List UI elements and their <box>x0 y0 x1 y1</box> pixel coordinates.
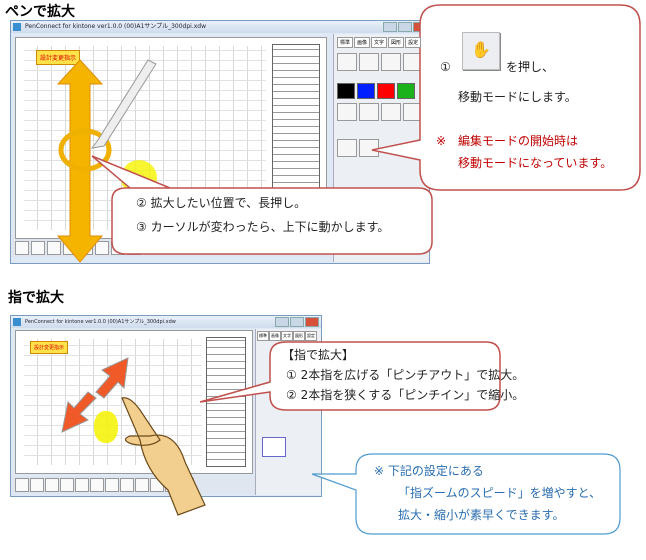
tab-settings[interactable]: 設定 <box>405 37 422 48</box>
tab-image[interactable]: 画像 <box>269 331 281 341</box>
move-mode-step-number: ① <box>440 60 451 74</box>
thumbnail[interactable] <box>262 437 286 457</box>
maximize-button[interactable] <box>290 317 304 327</box>
line-width-button[interactable] <box>337 103 357 121</box>
swatch-blue[interactable] <box>357 83 375 99</box>
callout-speed <box>311 453 621 535</box>
title-bar: PenConnect for kintone ver1.0.0 (00)A1サン… <box>11 316 321 328</box>
pinch-step1: ① 2本指を広げる「ピンチアウト」で拡大。 <box>286 368 525 382</box>
pen-icon[interactable] <box>359 53 379 71</box>
pen-icon[interactable] <box>30 478 44 492</box>
color-swatches <box>334 81 429 101</box>
move-mode-line2: 移動モードにします。 <box>458 90 577 104</box>
app-window-finger: PenConnect for kintone ver1.0.0 (00)A1サン… <box>10 315 322 497</box>
select-arrow-icon[interactable] <box>337 139 357 157</box>
callout-move-mode <box>371 4 641 191</box>
note-line1: 編集モードの開始時は <box>458 134 579 148</box>
hand-move-button-icon: ✋ <box>462 32 500 70</box>
tab-text[interactable]: 文字 <box>281 331 293 341</box>
step2-text: ② 拡大したい位置で、長押し。 <box>136 196 307 210</box>
callout-steps <box>91 155 433 255</box>
tab-standard[interactable]: 標準 <box>337 37 354 48</box>
copy-icon[interactable] <box>120 478 134 492</box>
pinch-title: 【指で拡大】 <box>282 348 355 362</box>
camera-icon[interactable] <box>15 478 29 492</box>
minimize-button[interactable] <box>275 317 289 327</box>
close-button[interactable] <box>305 317 319 327</box>
app-icon <box>13 318 21 326</box>
note-line2: 移動モードになっています。 <box>458 156 613 170</box>
maximize-button[interactable] <box>398 22 412 32</box>
select-icon[interactable] <box>105 478 119 492</box>
zoom-drag-icon[interactable] <box>90 478 104 492</box>
step3-text: ③ カーソルが変わったら、上下に動かします。 <box>136 220 390 234</box>
tab-shape[interactable]: 図形 <box>293 331 305 341</box>
pinch-out-arrow-icon <box>61 391 97 433</box>
highlight-mark <box>94 411 118 443</box>
pinch-out-arrow-icon <box>95 357 129 399</box>
tab-image[interactable]: 画像 <box>354 37 371 48</box>
delete-icon[interactable] <box>135 478 149 492</box>
window-title: PenConnect for kintone ver1.0.0 (00)A1サン… <box>25 319 176 325</box>
speed-line2: 「指ズームのスピード」を増やすと、 <box>398 486 602 500</box>
callout-pinch <box>199 341 501 411</box>
mode-buttons <box>334 137 429 159</box>
hand-icon <box>121 397 206 516</box>
pen-icon[interactable] <box>47 241 61 255</box>
minimize-button[interactable] <box>383 22 397 32</box>
camera-icon[interactable] <box>15 241 29 255</box>
pen-icon[interactable] <box>31 241 45 255</box>
swatch-green[interactable] <box>397 83 415 99</box>
app-icon <box>13 23 21 31</box>
swatch-black[interactable] <box>337 83 355 99</box>
pen-icon[interactable] <box>45 478 59 492</box>
tab-standard[interactable]: 標準 <box>257 331 269 341</box>
marker-icon[interactable] <box>60 478 74 492</box>
panel-tabs: 標準画像文字図形設定 <box>334 34 429 51</box>
panel-tabs: 標準画像文字図形設定 <box>256 329 321 343</box>
up-down-arrow-icon <box>56 59 104 263</box>
tab-text[interactable]: 文字 <box>371 37 388 48</box>
pen-buttons <box>334 51 429 73</box>
pen-zoom-heading: ペンで拡大 <box>5 4 75 20</box>
pinch-step2: ② 2本指を狭くする「ピンチイン」で縮小。 <box>286 388 525 402</box>
stamp: 設計変更指示 <box>30 341 69 354</box>
legend-table <box>206 337 246 467</box>
speed-line1: ※ 下記の設定にある <box>374 464 484 478</box>
line-width-buttons <box>334 101 429 123</box>
pen-icon[interactable] <box>337 53 357 71</box>
finger-zoom-heading: 指で拡大 <box>8 290 64 306</box>
drawing-canvas[interactable]: 設計変更指示 <box>15 330 253 474</box>
marker-icon[interactable] <box>75 478 89 492</box>
stamp: 設計変更指示 <box>36 50 81 65</box>
speed-line3: 拡大・縮小が素早くできます。 <box>398 508 565 522</box>
move-mode-step-text: を押し、 <box>506 60 555 74</box>
tab-shape[interactable]: 図形 <box>388 37 405 48</box>
zoom-drag-icon[interactable] <box>95 241 109 255</box>
window-controls[interactable] <box>275 317 319 327</box>
swatch-red[interactable] <box>377 83 395 99</box>
note-mark: ※ <box>436 134 447 148</box>
pen-icon <box>90 59 157 149</box>
window-title: PenConnect for kintone ver1.0.0 (00)A1サン… <box>25 23 206 30</box>
zoom-target-ring <box>58 128 112 172</box>
marker-icon[interactable] <box>381 53 401 71</box>
line-width-button[interactable] <box>359 103 379 121</box>
tab-settings[interactable]: 設定 <box>305 331 317 341</box>
line-width-button[interactable] <box>381 103 401 121</box>
